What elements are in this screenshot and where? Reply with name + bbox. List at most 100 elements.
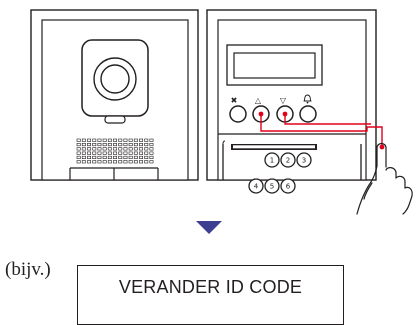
grille-hole [139,160,143,164]
grille-hole [102,160,107,164]
grille-hole [133,138,138,142]
grille-hole [107,155,112,159]
grille-hole [128,138,133,142]
hand-icon [356,142,413,215]
keypad-key-label: 4 [254,183,259,191]
grille-hole [123,155,128,159]
grille-hole [87,155,92,159]
grille-hole [144,138,149,142]
grille-hole [92,138,97,142]
grille-hole [81,143,86,147]
grille-hole [97,147,102,151]
keypad-key-label: 1 [270,157,274,165]
keypad-key-6[interactable] [280,178,296,194]
grille-hole [128,147,133,151]
grille-hole [113,147,118,151]
up-button-wire [260,114,383,147]
grille-hole [118,160,123,164]
grille-hole [123,147,128,151]
grille-hole [76,155,81,159]
grille-hole [123,160,128,164]
grille-hole [144,151,149,155]
keypad-key-label: 2 [286,157,290,165]
grille-hole [133,143,138,147]
keypad-key-label: 6 [286,183,291,191]
keypad-key-3[interactable] [296,152,312,168]
grille-hole [92,151,97,155]
grille-hole [118,151,123,155]
bell-icon [303,94,312,104]
grille-hole [76,160,81,164]
lcd-display [226,44,323,86]
cancel-button[interactable] [229,105,247,123]
grille-hole [97,151,102,155]
grille-hole [118,138,123,142]
grille-hole [133,147,138,151]
grille-hole [97,138,102,142]
grille-hole [92,147,97,151]
down-arrow-icon [196,221,222,234]
grille-hole [144,155,149,159]
bell-button[interactable] [299,105,317,123]
keypad-key-5[interactable] [264,178,280,194]
display-screen: VERANDER ID CODE [77,265,344,325]
grille-hole [107,138,112,142]
grille-hole [102,155,107,159]
grille-hole [133,155,138,159]
keypad-key-4[interactable] [248,178,264,194]
wiring-lines [258,111,385,150]
camera-bottom-lines [69,167,159,180]
grille-hole [76,143,81,147]
grille-hole [87,151,92,155]
grille-hole [92,160,97,164]
grille-hole [149,138,154,142]
grille-hole [139,143,143,147]
grille-hole [87,143,92,147]
grille-hole [113,155,118,159]
grille-hole [87,147,92,151]
grille-hole [87,138,92,142]
grille-hole [128,155,133,159]
grille-hole [107,147,112,151]
grille-hole [102,143,107,147]
grille-hole [102,147,107,151]
camera-module [30,9,199,181]
grille-hole [144,147,149,151]
grille-hole [107,160,112,164]
grille-hole [97,160,102,164]
grille-hole [139,138,143,142]
display-text: VERANDER ID CODE [118,277,303,297]
grille-hole [81,160,86,164]
grille-hole [139,147,143,151]
cancel-icon: ✖ [231,96,238,105]
grille-hole [76,151,81,155]
keypad-key-2[interactable] [280,152,296,168]
grille-hole [149,147,154,151]
grille-hole [76,138,81,142]
grille-hole [87,160,92,164]
grille-hole [102,151,107,155]
grille-hole [144,160,149,164]
grille-hole [118,155,123,159]
grille-hole [149,155,154,159]
grille-hole [118,143,123,147]
grille-hole [97,155,102,159]
grille-hole [149,143,154,147]
grille-hole [123,143,128,147]
grille-hole [133,151,138,155]
grille-hole [113,160,118,164]
grille-hole [139,155,143,159]
grille-hole [118,147,123,151]
grille-hole [81,138,86,142]
grille-hole [113,151,118,155]
grille-hole [123,151,128,155]
grille-hole [92,143,97,147]
grille-hole [92,155,97,159]
grille-hole [128,151,133,155]
grille-hole [81,151,86,155]
keypad-key-1[interactable] [264,152,280,168]
grille-hole [128,160,133,164]
